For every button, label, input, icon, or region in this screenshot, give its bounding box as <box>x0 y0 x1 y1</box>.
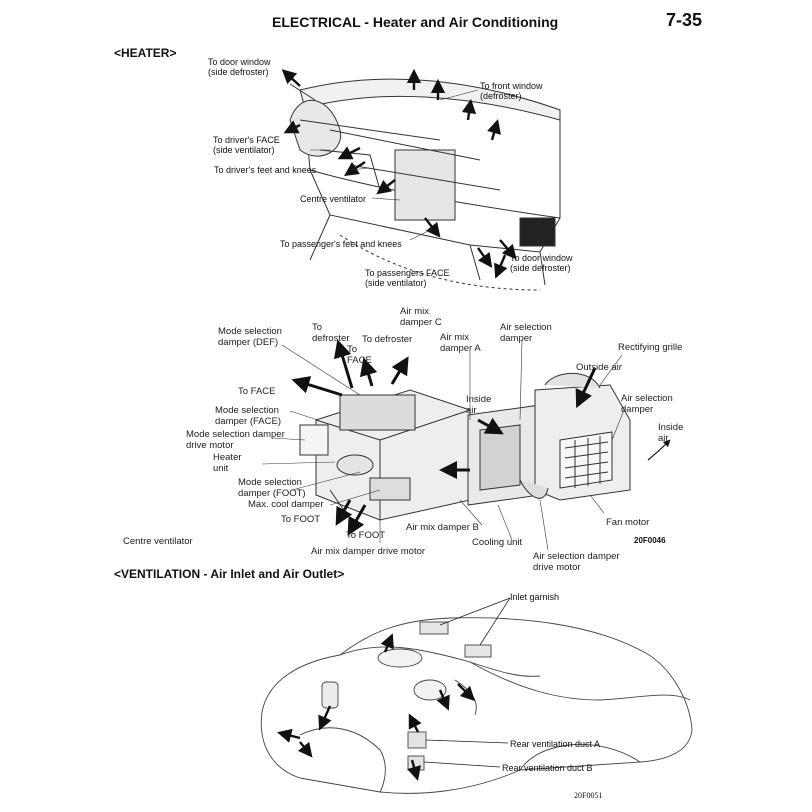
label-air-mix-c: Air mix damper C <box>400 306 442 328</box>
label-fan-motor: Fan motor <box>606 517 650 528</box>
heater-section-title: <HEATER> <box>114 46 177 60</box>
label-passenger-feet: To passenger's feet and knees <box>280 239 402 249</box>
heater-airflow-arrows <box>281 68 517 279</box>
label-mode-foot: Mode selection damper (FOOT) <box>238 477 306 499</box>
label-max-cool: Max. cool damper <box>248 499 324 510</box>
heater-duct-drawing <box>289 78 561 291</box>
label-cooling-unit: Cooling unit <box>472 537 523 548</box>
label-rear-duct-a: Rear ventilation duct A <box>510 739 601 749</box>
label-rear-duct-b: Rear ventilation duct B <box>502 763 593 773</box>
label-air-selection-damper: Air selection damper <box>621 393 673 415</box>
label-centre-vent: Centre ventilator <box>300 194 367 204</box>
figure-code-unit: 20F0046 <box>634 536 666 545</box>
hvac-unit-drawing <box>299 372 631 521</box>
hvac-leader-lines <box>261 339 625 551</box>
car-outline-drawing <box>260 617 693 794</box>
label-mode-def: Mode selection damper (DEF) <box>218 326 282 348</box>
label-to-face-left: To FACE <box>238 386 276 397</box>
ventilation-section-title: <VENTILATION - Air Inlet and Air Outlet> <box>114 567 345 581</box>
label-driver-face: To driver's FACE (side ventilator) <box>213 135 280 155</box>
hvac-airflow-arrows <box>291 339 597 536</box>
inside-air-arrow <box>647 439 671 461</box>
label-air-sel-drive-motor: Air selection damper drive motor <box>533 551 620 573</box>
label-outside-air: Outside air <box>576 362 622 373</box>
label-to-foot-2: To FOOT <box>346 530 386 541</box>
page-number: 7-35 <box>666 10 703 30</box>
label-air-mix-drive-motor: Air mix damper drive motor <box>311 546 426 557</box>
label-air-mix-b: Air mix damper B <box>406 522 479 533</box>
label-to-defroster-1: To defroster <box>312 322 350 344</box>
label-to-defroster-2: To defroster <box>362 334 413 345</box>
heater-leader-lines <box>310 89 479 241</box>
label-inside-air-1: Inside air <box>466 394 492 416</box>
label-air-selection: Air selection damper <box>500 322 552 344</box>
label-inlet-garnish: Inlet garnish <box>510 592 560 602</box>
label-mode-face: Mode selection damper (FACE) <box>215 405 281 427</box>
label-to-foot-1: To FOOT <box>281 514 321 525</box>
label-door-window-right: To door window (side defroster) <box>510 253 573 273</box>
figure-code-vent: 20F0051 <box>574 791 603 800</box>
vent-airflow-arrows <box>277 633 476 781</box>
label-mode-drive-motor: Mode selection damper drive motor <box>186 429 285 451</box>
label-rectifying-grille: Rectifying grille <box>618 342 683 353</box>
label-door-window-left: To door window (side defroster) <box>208 57 271 77</box>
label-centre-ventilator: Centre ventilator <box>123 536 193 547</box>
vent-leader-lines <box>423 597 511 768</box>
label-front-window: To front window (defroster) <box>480 81 543 101</box>
label-air-mix-a: Air mix damper A <box>440 332 481 354</box>
label-to-face-top: To FACE <box>347 344 372 366</box>
label-passenger-face: To passengers FACE (side ventilator) <box>365 268 450 288</box>
label-inside-air-2: Inside air <box>658 422 684 444</box>
label-driver-feet: To driver's feet and knees <box>214 165 317 175</box>
page-header-title: ELECTRICAL - Heater and Air Conditioning <box>272 14 559 30</box>
label-heater-unit: Heater unit <box>213 452 242 474</box>
